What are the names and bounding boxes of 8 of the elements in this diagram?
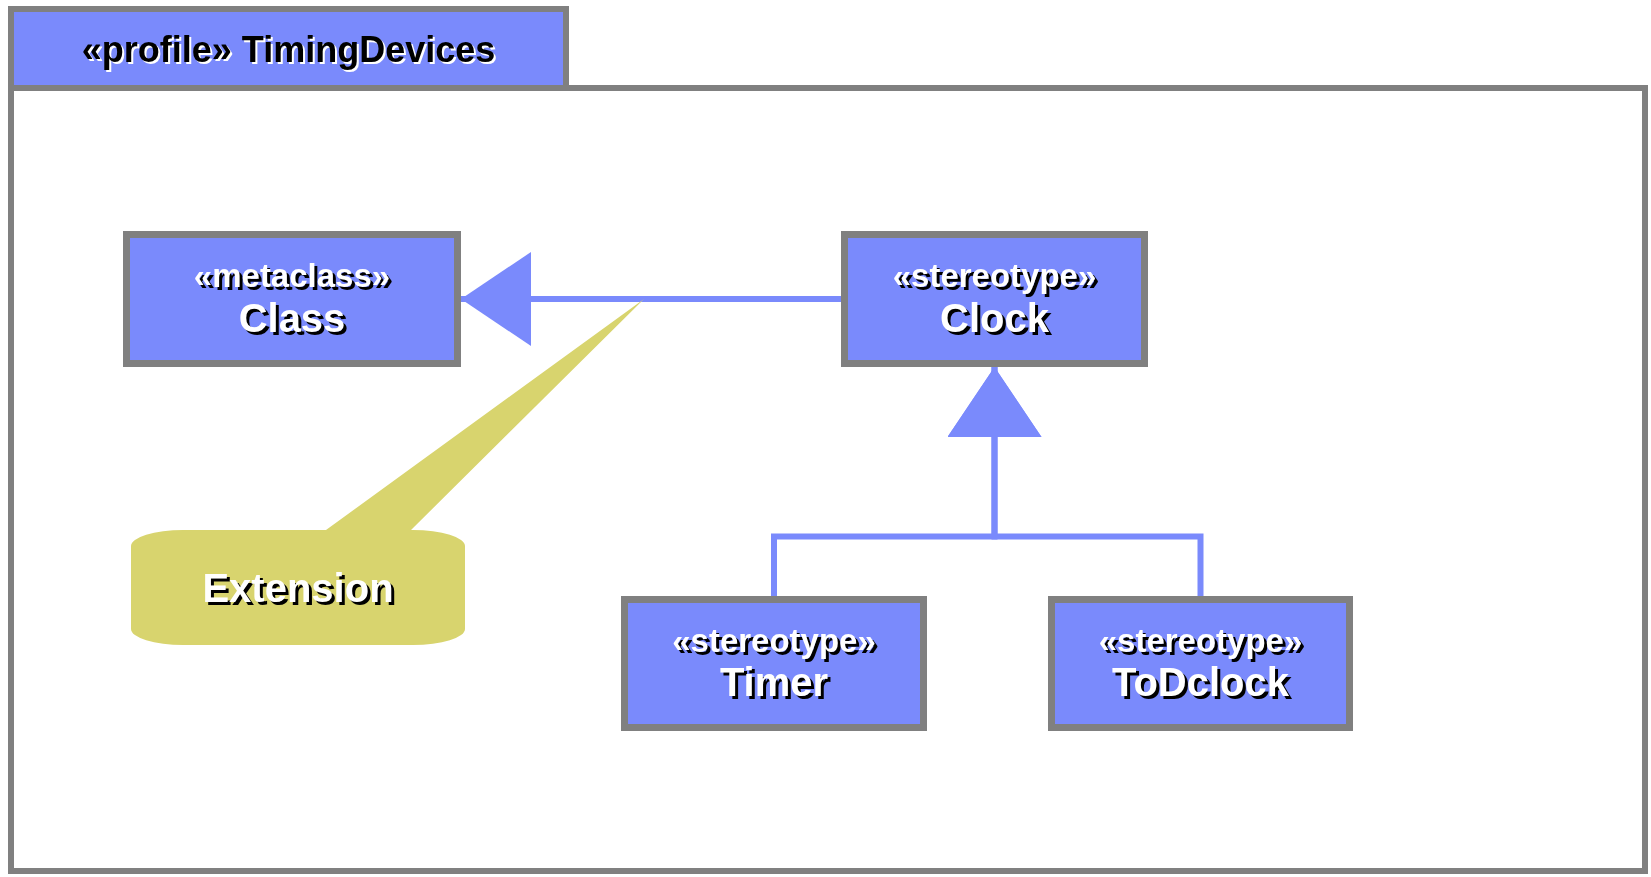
package-name: «profile» TimingDevices bbox=[80, 27, 497, 72]
class-box: «metaclass» Class bbox=[123, 231, 461, 367]
class-box: «stereotype» Clock bbox=[841, 231, 1148, 367]
class-box: «stereotype» ToDclock bbox=[1048, 596, 1353, 731]
class-box: «stereotype» Timer bbox=[621, 596, 927, 731]
callout-text: Extension bbox=[202, 564, 394, 611]
arrow bbox=[461, 252, 841, 346]
arrow bbox=[947, 367, 1204, 596]
